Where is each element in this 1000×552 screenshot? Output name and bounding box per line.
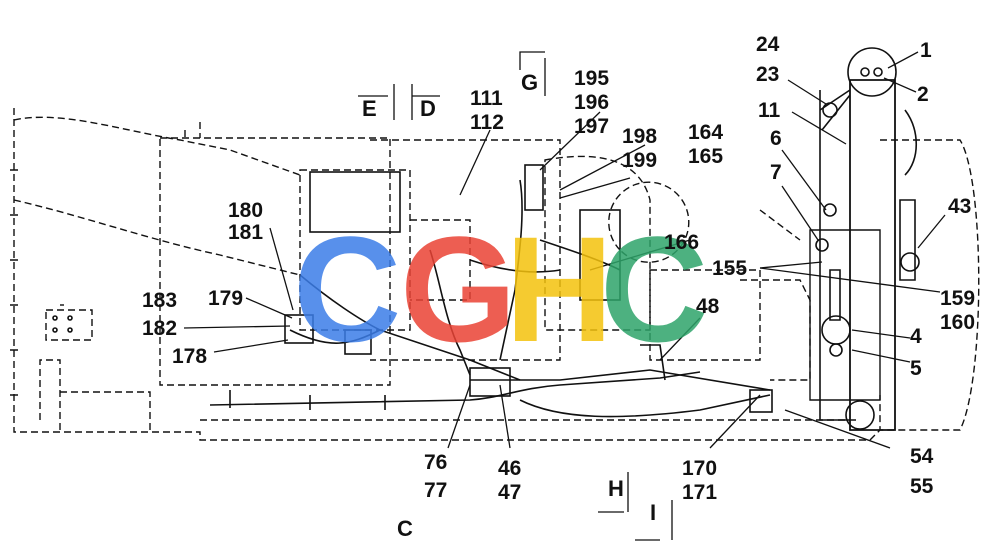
callout-label: 1 <box>920 39 932 62</box>
callout-label: 54 <box>910 445 934 468</box>
callout-label: 11 <box>758 99 781 122</box>
callout-label: 196 <box>574 91 610 114</box>
callout-label: 23 <box>756 63 780 86</box>
section-mark-h: H <box>608 476 624 501</box>
callout-label: 4 <box>910 325 922 348</box>
callout-label: 178 <box>172 345 208 368</box>
section-mark-g: G <box>521 70 539 95</box>
callout-label: 159 <box>940 287 976 310</box>
callout-label: 164 <box>688 121 724 144</box>
callout-label: 111 <box>470 87 503 110</box>
callout-label: 160 <box>940 311 976 334</box>
section-mark-c: C <box>397 516 413 541</box>
watermark-letter-h: H <box>505 205 614 373</box>
section-mark-d: D <box>420 96 436 121</box>
callout-label: 180 <box>228 199 264 222</box>
callout-label: 183 <box>142 289 178 312</box>
callout-label: 166 <box>664 231 700 254</box>
callout-label: 76 <box>424 451 448 474</box>
callout-label: 171 <box>682 481 718 504</box>
callout-label: 182 <box>142 317 178 340</box>
callout-label: 199 <box>622 149 658 172</box>
callout-label: 170 <box>682 457 718 480</box>
watermark-letter-c1: C <box>293 205 402 373</box>
callout-label: 7 <box>770 161 782 184</box>
watermark-letter-c2: C <box>600 205 709 373</box>
callout-label: 47 <box>498 481 522 504</box>
callout-label: 181 <box>228 221 264 244</box>
callout-label: 77 <box>424 479 448 502</box>
callout-label: 195 <box>574 67 610 90</box>
callout-label: 55 <box>910 475 934 498</box>
callout-label: 24 <box>756 33 780 56</box>
callout-label: 198 <box>622 125 658 148</box>
callout-label: 155 <box>712 257 748 280</box>
callout-label: 112 <box>470 111 504 134</box>
callout-label: 43 <box>948 195 972 218</box>
callout-label: 6 <box>770 127 782 150</box>
section-mark-e: E <box>362 96 377 121</box>
section-mark-i: I <box>650 500 657 525</box>
callout-label: 165 <box>688 145 724 168</box>
callout-label: 48 <box>696 295 720 318</box>
callout-label: 46 <box>498 457 522 480</box>
callout-label: 5 <box>910 357 922 380</box>
callout-label: 179 <box>208 287 244 310</box>
callout-label: 197 <box>574 115 610 138</box>
watermark-letter-g: G <box>400 205 517 373</box>
callout-label: 2 <box>917 83 929 106</box>
